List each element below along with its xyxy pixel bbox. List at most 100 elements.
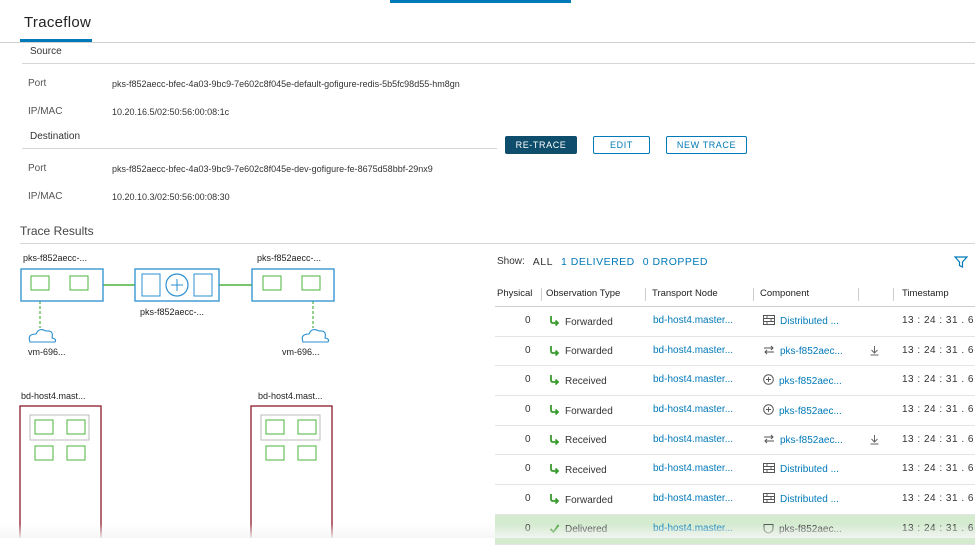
col-timestamp[interactable]: Timestamp (902, 288, 949, 299)
received-arrow-icon (549, 463, 560, 477)
destination-heading: Destination (22, 131, 497, 149)
cell-observation-text: Received (565, 464, 607, 476)
col-divider[interactable] (645, 288, 646, 301)
vm-right-icon[interactable] (301, 328, 330, 343)
filter-all[interactable]: ALL (532, 256, 553, 268)
cell-observation-text: Received (565, 435, 607, 447)
col-divider[interactable] (541, 288, 542, 301)
table-row[interactable]: 0 Received bd-host4.master... pks-f852aec..… (495, 426, 975, 456)
cell-component-text: Distributed ... (780, 494, 839, 506)
cell-observation: Delivered (549, 523, 607, 537)
destination-ipmac-value: 10.20.10.3/02:50:56:00:08:30 (112, 192, 230, 202)
cell-physical: 0 (525, 463, 531, 475)
filter-funnel-icon[interactable] (954, 256, 968, 268)
cell-observation-text: Delivered (565, 524, 608, 536)
source-ipmac-label: IP/MAC (28, 106, 63, 117)
filter-delivered[interactable]: 1 DELIVERED (560, 256, 635, 268)
cell-component-text: pks-f852aec... (779, 524, 842, 536)
cell-component[interactable]: Distributed ... (763, 463, 839, 476)
cell-timestamp: 13 : 24 : 31 . 6 (902, 315, 974, 326)
filter-show-label: Show: (497, 256, 525, 267)
cell-transport-node-link[interactable]: bd-host4.master... (653, 522, 734, 534)
distributed-firewall-icon (763, 493, 775, 506)
cell-component[interactable]: pks-f852aec... (763, 345, 843, 358)
cell-transport-node-link[interactable]: bd-host4.master... (653, 374, 734, 386)
transport-node-left-icon[interactable] (19, 405, 102, 545)
cell-observation-text: Received (565, 375, 607, 387)
col-transport-node[interactable]: Transport Node (652, 288, 718, 299)
cell-observation: Forwarded (549, 315, 613, 329)
cell-component-text: pks-f852aec... (779, 375, 842, 387)
cell-timestamp: 13 : 24 : 31 . 6 (902, 404, 974, 416)
cell-physical: 0 (525, 433, 531, 445)
vnic-icon (763, 523, 774, 537)
col-observation[interactable]: Observation Type (546, 288, 621, 299)
cell-timestamp: 13 : 24 : 31 . 6 (902, 522, 974, 534)
transport-node-right-icon[interactable] (250, 405, 333, 545)
cell-observation-text: Forwarded (565, 316, 613, 328)
vm-left-icon[interactable] (28, 328, 57, 343)
cell-transport-node-link[interactable]: bd-host4.master... (653, 344, 734, 356)
cell-component[interactable]: Distributed ... (763, 315, 839, 328)
col-divider[interactable] (858, 288, 859, 301)
cell-timestamp: 13 : 24 : 31 . 6 (902, 433, 974, 445)
cell-observation: Forwarded (549, 404, 613, 418)
router-icon (763, 374, 774, 388)
table-row[interactable]: 0 Received bd-host4.master... Distributed .… (495, 455, 975, 486)
router-label: pks-f852aecc-... (140, 307, 205, 317)
cell-component[interactable]: pks-f852aec... (763, 404, 842, 418)
cell-timestamp: 13 : 24 : 31 . 6 (902, 344, 974, 356)
observations-table: Physical Observation Type Transport Node… (495, 284, 975, 545)
cell-transport-node-link[interactable]: bd-host4.master... (653, 463, 734, 475)
cell-transport-node-link[interactable]: bd-host4.master... (653, 433, 734, 445)
source-port-value: pks-f852aecc-bfec-4a03-9bc9-7e602c8f045e… (112, 79, 460, 89)
cell-observation-text: Forwarded (565, 405, 613, 417)
vm-right-label: vm-696... (282, 347, 320, 357)
cell-component[interactable]: Distributed ... (763, 493, 839, 506)
host-left-label: bd-host4.mast... (21, 391, 86, 401)
cell-component[interactable]: pks-f852aec... (763, 434, 843, 447)
logical-port-icon (763, 434, 775, 447)
logical-switch-left-icon[interactable] (20, 268, 104, 302)
edit-button[interactable]: EDIT (593, 136, 650, 154)
received-arrow-icon (549, 434, 560, 448)
cell-transport-node-link[interactable]: bd-host4.master... (653, 315, 734, 326)
cell-observation-text: Forwarded (565, 346, 613, 358)
cell-transport-node-link[interactable]: bd-host4.master... (653, 493, 734, 505)
retrace-button[interactable]: RE-TRACE (505, 136, 577, 154)
switch-right-label: pks-f852aecc-... (257, 253, 322, 263)
filter-dropped[interactable]: 0 DROPPED (642, 256, 708, 268)
received-arrow-icon (549, 374, 560, 388)
download-icon[interactable] (869, 345, 880, 359)
host-right-label: bd-host4.mast... (258, 391, 323, 401)
col-physical[interactable]: Physical (497, 288, 533, 299)
cell-observation: Received (549, 463, 607, 477)
col-divider[interactable] (893, 288, 894, 301)
logical-port-icon (763, 345, 775, 358)
destination-port-label: Port (28, 163, 47, 174)
col-divider[interactable] (753, 288, 754, 301)
cell-transport-node-link[interactable]: bd-host4.master... (653, 404, 734, 416)
cell-observation-text: Forwarded (565, 494, 613, 506)
destination-port-value: pks-f852aecc-bfec-4a03-9bc9-7e602c8f045e… (112, 164, 433, 174)
cell-component[interactable]: pks-f852aec... (763, 374, 842, 388)
logical-switch-right-icon[interactable] (251, 268, 335, 302)
cell-physical: 0 (525, 374, 531, 386)
download-icon[interactable] (869, 434, 880, 448)
cell-observation: Forwarded (549, 345, 613, 359)
col-component[interactable]: Component (760, 288, 810, 299)
destination-ipmac-label: IP/MAC (28, 191, 63, 202)
forwarded-arrow-icon (549, 315, 560, 329)
topology-canvas (19, 268, 335, 545)
source-port-label: Port (28, 78, 47, 89)
trace-results-title: Trace Results (20, 224, 94, 238)
logical-router-icon[interactable] (134, 268, 220, 302)
new-trace-button[interactable]: NEW TRACE (666, 136, 747, 154)
table-row[interactable]: 0 Received bd-host4.master... pks-f852aec..… (495, 366, 975, 397)
